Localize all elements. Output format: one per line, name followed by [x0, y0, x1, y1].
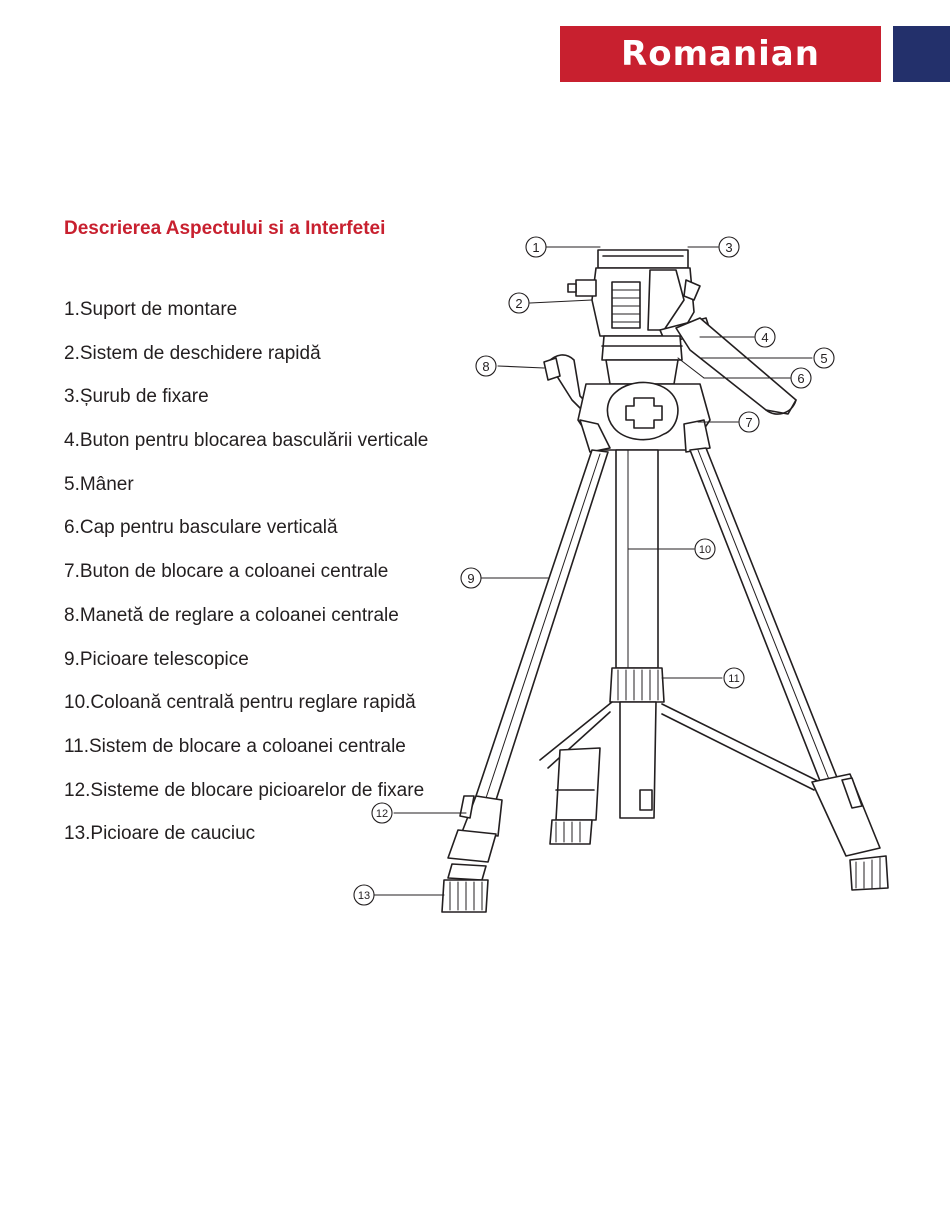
- callout-2-label: 2: [515, 296, 522, 311]
- callout-11-label: 11: [728, 673, 739, 685]
- section-title: Descrierea Aspectului si a Interfetei: [64, 218, 386, 239]
- callout-markers: 1 2 3 4 5 6 7 8: [353, 236, 835, 906]
- language-label: Romanian: [621, 34, 820, 74]
- callout-7-label: 7: [745, 415, 752, 430]
- tripod-illustration: [441, 249, 889, 913]
- callout-12: 12: [371, 802, 393, 824]
- callout-13: 13: [353, 884, 375, 906]
- callout-9: 9: [460, 567, 482, 589]
- callout-2: 2: [508, 292, 530, 314]
- language-tab: [893, 26, 950, 82]
- callout-12-label: 12: [376, 808, 388, 820]
- callout-13-label: 13: [358, 890, 370, 902]
- callout-7: 7: [738, 411, 760, 433]
- callout-3: 3: [718, 236, 740, 258]
- callout-5: 5: [813, 347, 835, 369]
- callout-4-label: 4: [761, 330, 768, 345]
- callout-4: 4: [754, 326, 776, 348]
- part-item-9: 9.Picioare telescopice: [64, 648, 249, 670]
- language-banner: Romanian: [560, 26, 881, 82]
- callout-8: 8: [475, 355, 497, 377]
- part-item-13: 13.Picioare de cauciuc: [64, 823, 256, 845]
- callout-6: 6: [790, 367, 812, 389]
- callout-5-label: 5: [820, 351, 827, 366]
- part-item-1: 1.Suport de montare: [64, 299, 238, 320]
- part-item-12: 12.Sisteme de blocare picioarelor de fix…: [64, 779, 425, 801]
- part-item-3: 3.Șurub de fixare: [64, 386, 209, 408]
- callout-6-label: 6: [797, 371, 804, 386]
- callout-10-label: 10: [699, 544, 711, 556]
- callout-10: 10: [694, 538, 716, 560]
- callout-8-label: 8: [482, 359, 489, 374]
- callout-1: 1: [525, 236, 547, 258]
- callout-11: 11: [723, 667, 745, 689]
- part-item-7: 7.Buton de blocare a coloanei centrale: [64, 561, 389, 583]
- callout-1-label: 1: [532, 240, 539, 255]
- part-item-11: 11.Sistem de blocare a coloanei centrale: [64, 735, 406, 757]
- part-item-10: 10.Coloană centrală pentru reglare rapid…: [64, 692, 416, 714]
- callout-9-label: 9: [467, 571, 474, 586]
- callout-3-label: 3: [725, 240, 732, 255]
- part-item-8: 8.Manetă de reglare a coloanei centrale: [64, 604, 399, 626]
- callout-leaders: [373, 246, 813, 896]
- parts-list: 1.Suport de montare 2.Sistem de deschide…: [64, 296, 428, 864]
- part-item-6: 6.Cap pentru basculare verticală: [64, 517, 338, 539]
- part-item-2: 2.Sistem de deschidere rapidă: [64, 342, 321, 364]
- part-item-4: 4.Buton pentru blocarea basculării verti…: [64, 430, 429, 452]
- part-item-5: 5.Mâner: [64, 473, 134, 495]
